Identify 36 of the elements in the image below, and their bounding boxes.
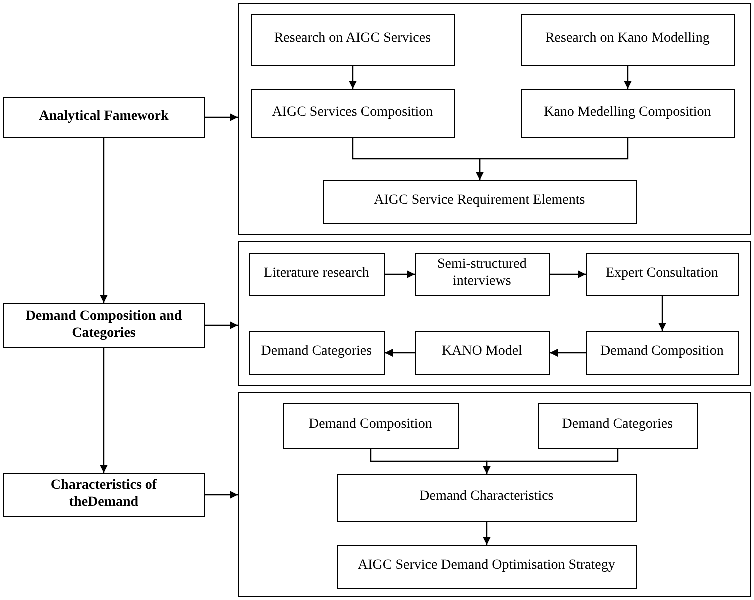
arrow	[349, 66, 357, 89]
arrow	[205, 491, 238, 499]
process-box: Kano Medelling Composition	[520, 88, 735, 138]
container-panel	[238, 392, 751, 597]
stage-box: Demand Composition and Categories	[3, 303, 205, 348]
arrow	[483, 522, 491, 545]
process-box: Research on AIGC Services	[250, 14, 455, 66]
arrow	[205, 114, 238, 122]
arrow	[100, 138, 108, 303]
arrow	[550, 349, 586, 357]
process-box: Semi-structured interviews	[414, 252, 550, 296]
arrow	[205, 322, 238, 330]
arrow	[100, 348, 108, 473]
process-box: Demand Categories	[538, 402, 698, 449]
process-box: Demand Composition	[586, 330, 739, 375]
arrow	[550, 270, 586, 278]
arrow	[476, 138, 629, 180]
process-box: AIGC Service Requirement Elements	[322, 180, 637, 224]
process-box: AIGC Services Composition	[250, 88, 455, 138]
process-box: Demand Categories	[248, 330, 385, 375]
arrow	[624, 66, 632, 89]
arrow	[483, 449, 619, 474]
stage-box: Characteristics of theDemand	[3, 473, 205, 517]
process-box: Literature research	[248, 252, 385, 296]
arrow	[385, 270, 415, 278]
process-box: Demand Composition	[282, 402, 459, 449]
process-box: Demand Characteristics	[336, 474, 637, 522]
process-box: KANO Model	[414, 330, 550, 375]
container-panel	[238, 241, 751, 386]
process-box: AIGC Service Demand Optimisation Strategy	[336, 544, 637, 589]
container-panel	[238, 3, 751, 235]
arrow	[658, 296, 666, 331]
arrow	[385, 349, 415, 357]
process-box: Research on Kano Modelling	[520, 14, 735, 66]
process-box: Expert Consultation	[586, 252, 739, 296]
stage-box: Analytical Famework	[3, 97, 205, 138]
